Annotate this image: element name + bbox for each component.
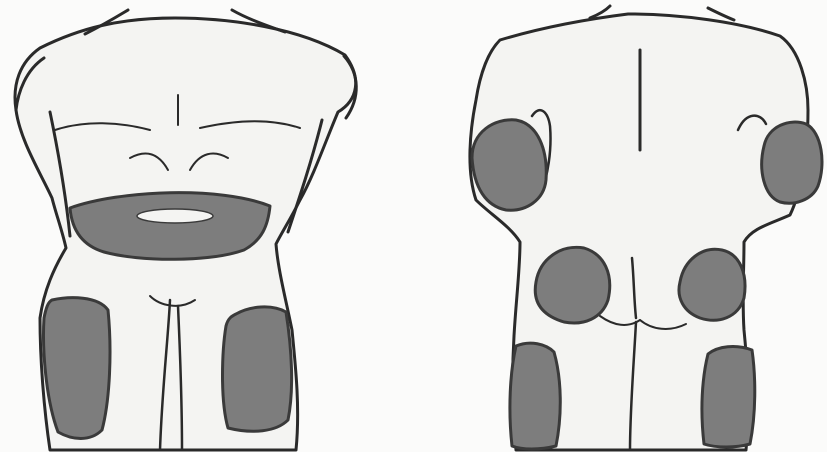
front-right-thigh-zone: [223, 307, 292, 431]
back-right-buttock-zone: [679, 249, 745, 320]
back-left-buttock-zone: [535, 247, 609, 323]
front-navel-area: [137, 209, 213, 223]
back-right-upper-arm-zone: [762, 122, 822, 203]
front-left-thigh-zone: [44, 298, 110, 439]
back-left-thigh-zone: [510, 343, 560, 449]
back-left-upper-arm-zone: [472, 120, 546, 210]
front-abdomen-zone: [70, 193, 270, 260]
back-right-thigh-zone: [702, 347, 755, 447]
